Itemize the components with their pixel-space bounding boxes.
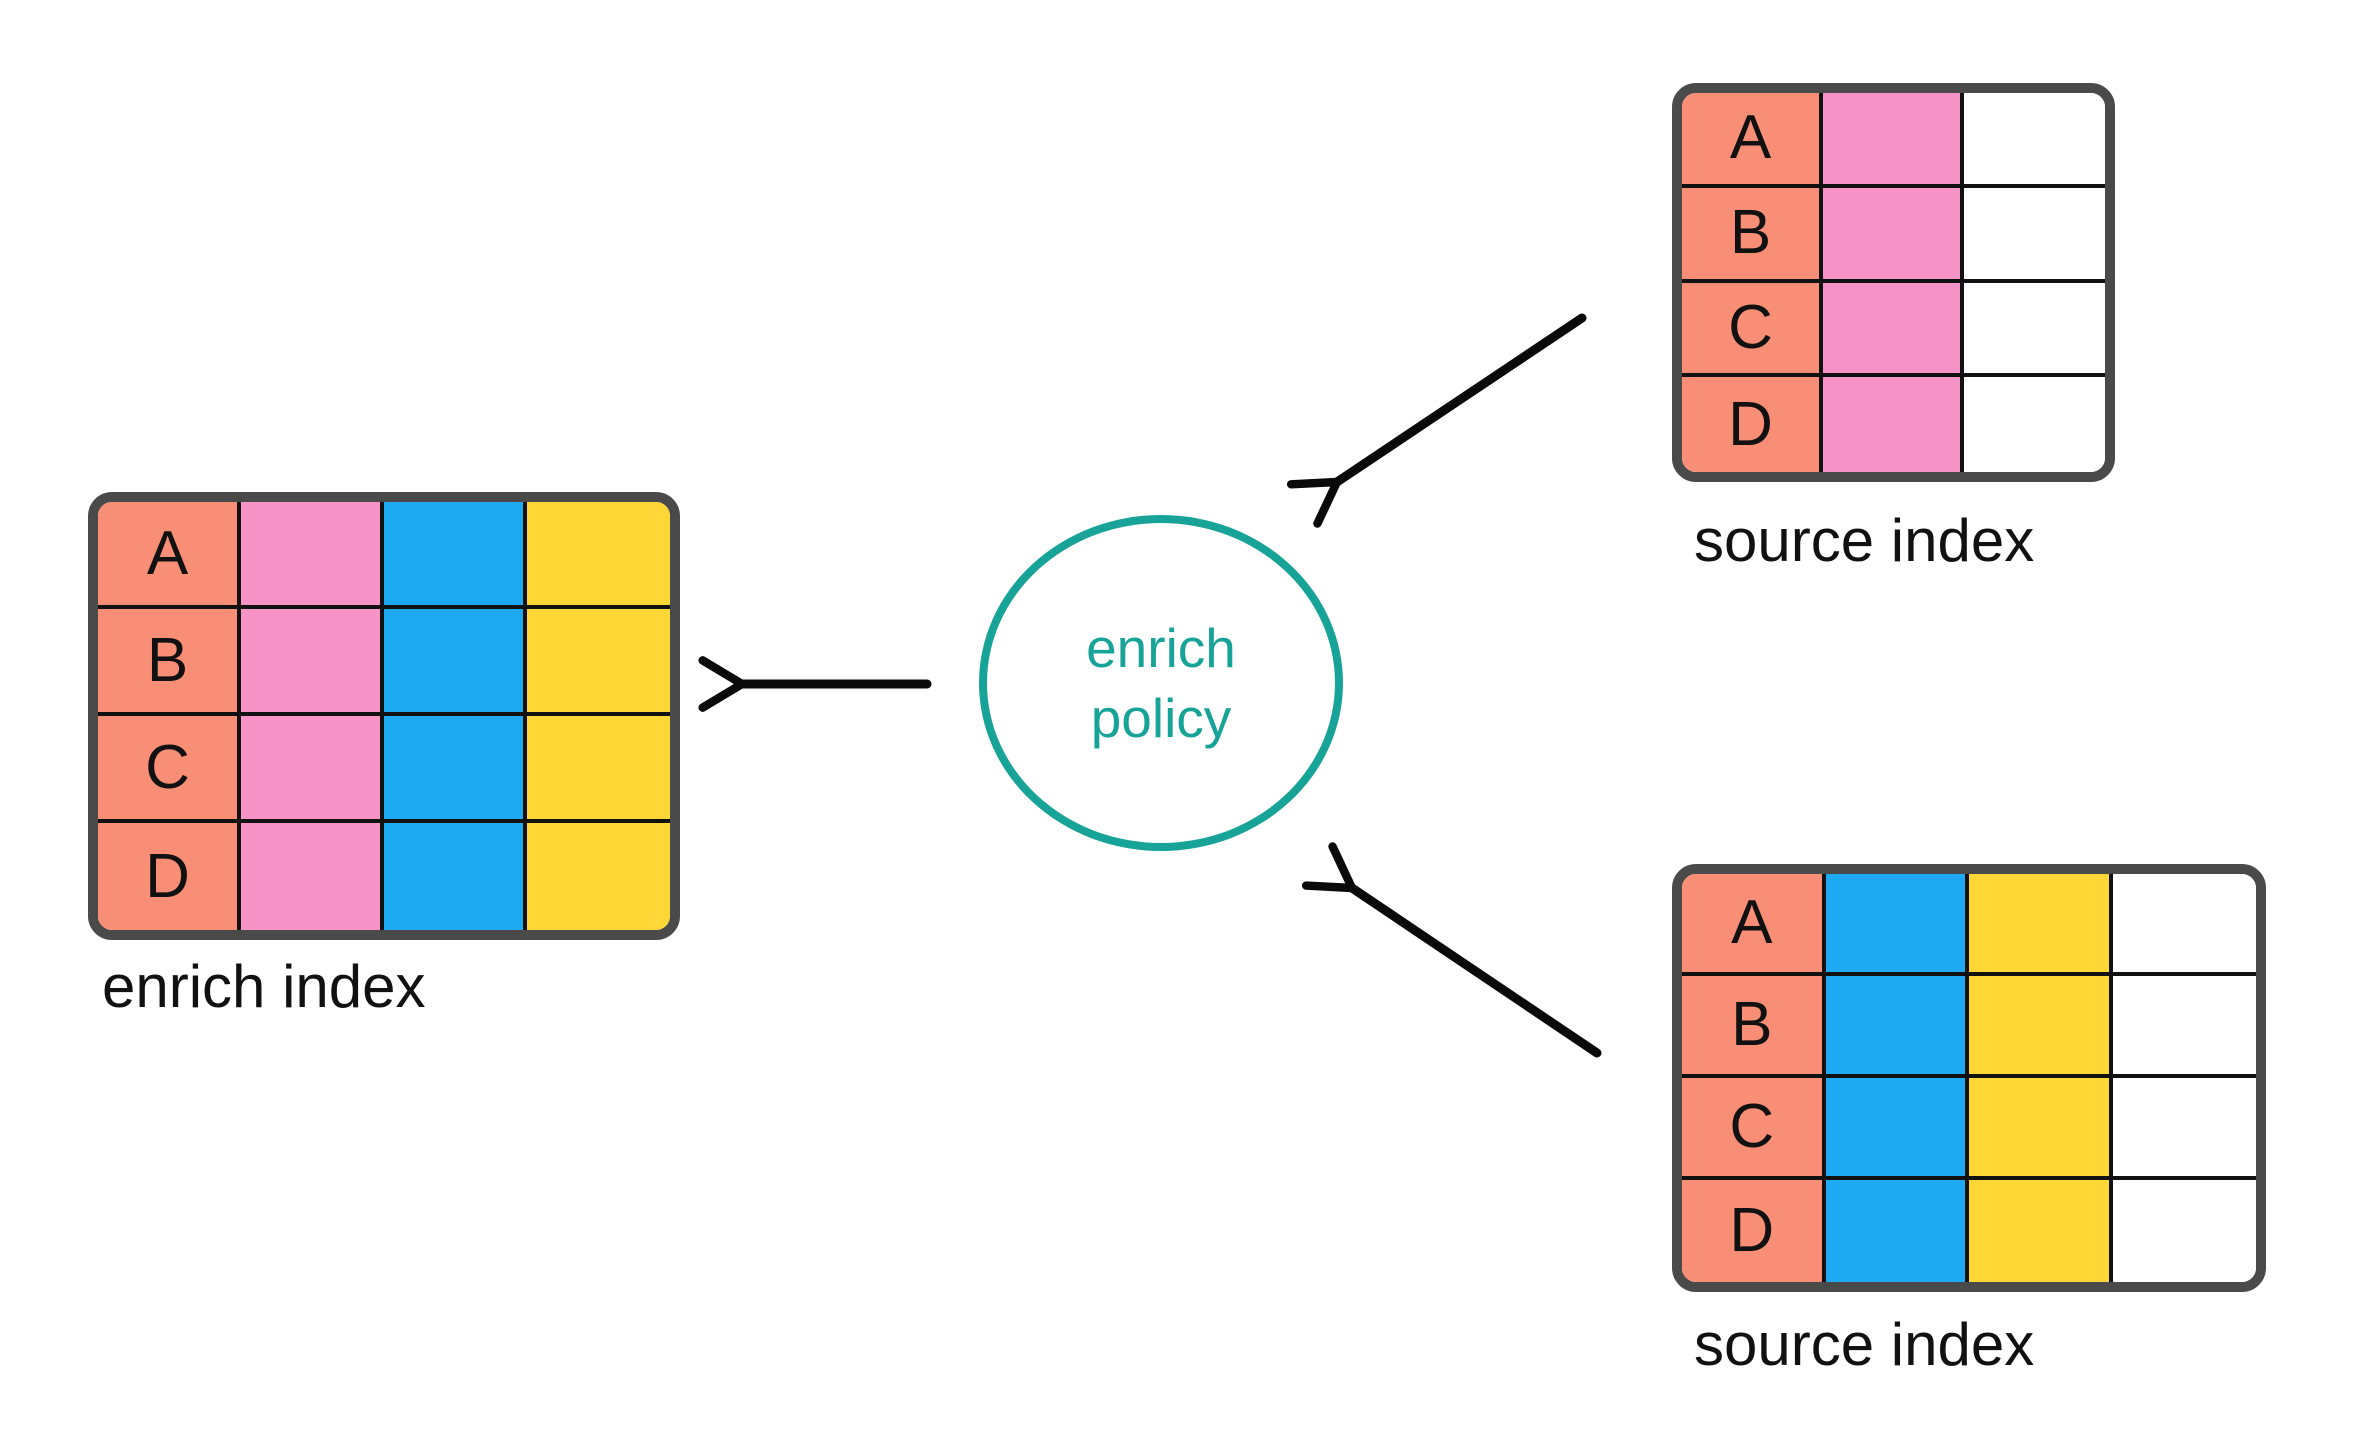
table-cell <box>1823 93 1964 188</box>
table-cell <box>527 502 670 609</box>
table-cell <box>1964 377 2105 472</box>
source-index-top-label: source index <box>1694 507 2035 574</box>
table-cell <box>527 716 670 823</box>
row-key-label: B <box>146 625 189 695</box>
arrow-source-top-to-policy <box>1286 313 1587 528</box>
row-key-label: A <box>1729 103 1772 173</box>
row-key-label: D <box>1728 389 1773 459</box>
table-cell <box>384 823 527 930</box>
table-cell <box>384 502 527 609</box>
row-key-label: A <box>1731 888 1773 957</box>
table-cell <box>384 609 527 716</box>
table-cell <box>1964 187 2105 283</box>
enrich-index-label: enrich index <box>102 953 426 1020</box>
table-cell <box>241 502 384 609</box>
table-cell: A <box>98 502 241 609</box>
table-cell: D <box>1682 377 1823 472</box>
table-cell <box>1969 1180 2113 1282</box>
table-cell <box>1823 282 1964 378</box>
enrich-policy-label-line1: enrich <box>1086 616 1236 679</box>
table-cell: A <box>1682 874 1826 976</box>
source-index-bottom-label: source index <box>1694 1311 2035 1378</box>
table-cell: C <box>1682 1078 1826 1180</box>
table-cell: D <box>1682 1180 1826 1282</box>
table-cell <box>1823 377 1964 472</box>
table-cell: A <box>1682 93 1823 188</box>
table-cell <box>527 609 670 716</box>
row-key-label: C <box>1729 1092 1775 1161</box>
table-cell: B <box>98 609 241 716</box>
table-cell <box>2112 874 2256 976</box>
table-cell <box>241 716 384 823</box>
table-cell <box>241 609 384 716</box>
table-cell: B <box>1682 976 1826 1078</box>
table-cell: D <box>98 823 241 930</box>
table-cell <box>527 823 670 930</box>
table-cell <box>1969 874 2113 976</box>
table-cell <box>1964 282 2105 378</box>
table-cell <box>1825 1078 1969 1180</box>
table-cell <box>1825 976 1969 1078</box>
table-cell: C <box>1682 282 1823 378</box>
table-cell <box>1825 1180 1969 1282</box>
table-cell <box>384 716 527 823</box>
row-key-label: C <box>145 732 190 802</box>
row-key-label: B <box>1731 990 1773 1059</box>
table-cell <box>1825 874 1969 976</box>
row-key-label: D <box>1729 1196 1775 1265</box>
table-cell: C <box>98 716 241 823</box>
table-cell <box>1823 187 1964 283</box>
table-cell <box>2112 1078 2256 1180</box>
row-key-label: D <box>145 841 190 911</box>
table-cell <box>1969 1078 2113 1180</box>
table-cell: B <box>1682 187 1823 283</box>
enrich-policy-node: enrich policy <box>979 515 1343 851</box>
table-cell <box>241 823 384 930</box>
row-key-label: C <box>1728 292 1773 362</box>
row-key-label: B <box>1729 198 1772 268</box>
enrich-policy-label-line2: policy <box>1090 687 1232 749</box>
arrow-source-bottom-to-policy <box>1301 842 1602 1058</box>
table-cell <box>1969 976 2113 1078</box>
table-cell <box>2112 1180 2256 1282</box>
table-cell <box>1964 93 2105 188</box>
row-key-label: A <box>146 518 189 588</box>
table-cell <box>2112 976 2256 1078</box>
